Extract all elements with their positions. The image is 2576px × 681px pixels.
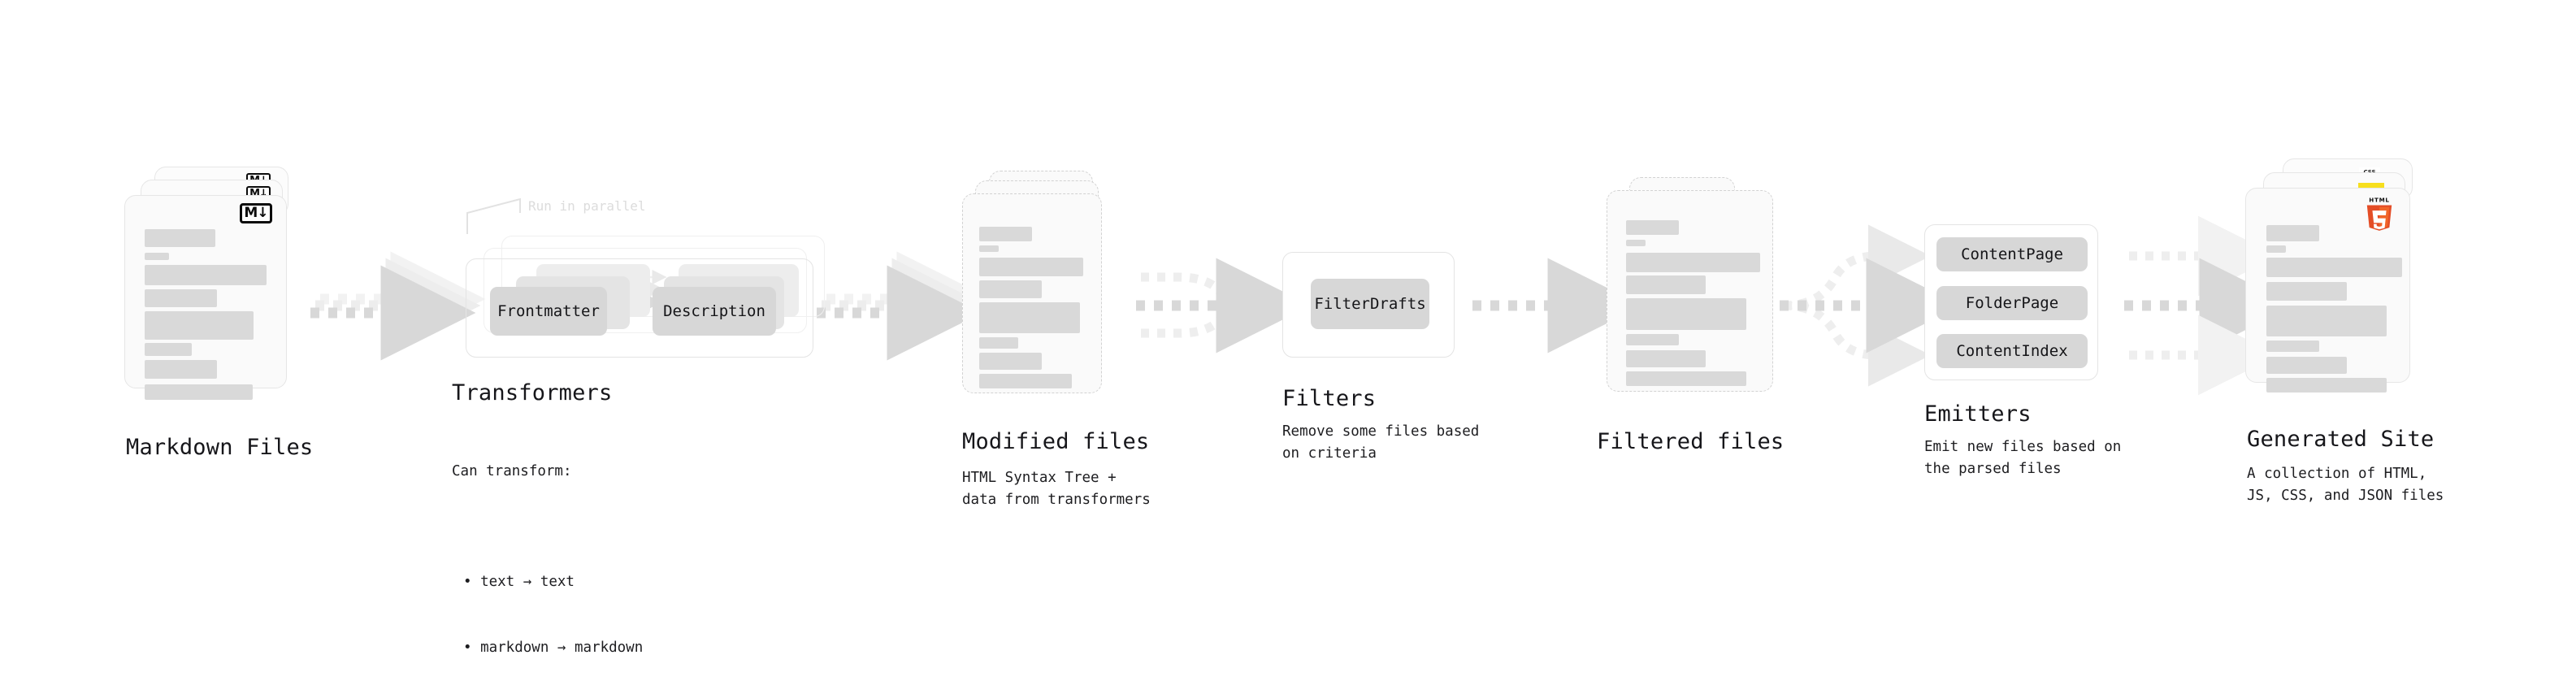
stage-title-markdown-files: Markdown Files [126,435,314,460]
filter-chip-filterdrafts-label: FilterDrafts [1314,295,1426,313]
emitters-box[interactable]: ContentPage FolderPage ContentIndex [1924,224,2098,380]
stage-filtered-files [1597,171,1800,423]
skeleton-bar [145,265,267,285]
svg-text:HTML: HTML [2369,197,2389,204]
markdown-card-front [124,195,287,400]
skeleton-bar [979,374,1072,388]
skeleton-bar [2266,378,2387,393]
emitter-chip-folderpage[interactable]: FolderPage [1936,286,2088,320]
stage-title-transformers: Transformers [452,380,613,406]
connector-transformers-to-modified [817,251,992,361]
stage-generated-site: CSS HTML [2245,158,2458,427]
skeleton-bar [145,253,169,260]
filter-chip-filterdrafts[interactable]: FilterDrafts [1311,279,1429,329]
stage-desc-modified-files: HTML Syntax Tree + data from transformer… [962,470,1151,509]
stage-desc-filters: Remove some files based on criteria [1282,423,1480,462]
stage-title-filters: Filters [1282,386,1377,411]
transformers-bullet-1: • markdown → markdown [463,640,644,657]
skeleton-bar [2266,306,2387,336]
skeleton-bar [1626,371,1746,386]
transformer-box-mid [484,248,807,333]
skeleton-bar [1626,240,1646,246]
connector-markdown-to-transformers [310,251,486,361]
connector-filtered-to-emitters [1780,224,1962,387]
markdown-icon: M↓ [240,203,272,223]
emitter-chip-contentpage[interactable]: ContentPage [1936,237,2088,271]
skeleton-bar [979,245,999,252]
skeleton-bar [2266,357,2347,374]
skeleton-bar [2266,245,2286,253]
stage-title-generated-site: Generated Site [2247,427,2435,452]
skeleton-bar [1626,220,1679,235]
stage-emitters: ContentPage FolderPage ContentIndex [1924,224,2119,387]
skeleton-bar [145,360,217,379]
skeleton-bar [979,353,1042,370]
skeleton-bar [145,229,215,247]
connector-modified-to-filters [1136,258,1312,354]
transformer-chip-description-label: Description [663,302,765,320]
skeleton-bar [1626,253,1760,272]
stage-modified-files [961,171,1164,423]
connector-emitters-to-site [2124,215,2295,396]
transformers-bullet-0: • text → text [463,573,575,590]
skeleton-bar [979,337,1018,349]
skeleton-bar [145,311,254,340]
stage-filters: FilterDrafts [1282,252,1461,358]
skeleton-bar [145,384,253,400]
emitter-chip-contentindex-label: ContentIndex [1956,342,2068,360]
stage-transformers: Frontmatter Description [451,195,833,358]
run-in-parallel-leader [466,197,521,234]
stage-desc-generated-site: A collection of HTML, JS, CSS, and JSON … [2247,466,2444,505]
skeleton-bar [1626,350,1706,367]
skeleton-bar [1626,275,1706,294]
skeleton-bar [979,227,1032,241]
skeleton-bar [145,289,217,307]
filtered-card-front [1607,190,1773,392]
skeleton-bar [2266,282,2347,301]
transformer-chip-frontmatter-label: Frontmatter [497,302,600,320]
emitter-chip-contentindex[interactable]: ContentIndex [1936,334,2088,368]
transformers-bullet-list: • text → text • markdown → markdown • ht… [452,527,643,681]
transformers-desc-line: Can transform: [452,463,572,480]
transformer-chip-description[interactable]: Description [653,287,776,336]
skeleton-bar [1626,298,1746,330]
skeleton-bar [979,258,1083,276]
emitter-chip-folderpage-label: FolderPage [1965,294,2059,312]
stage-title-modified-files: Modified files [962,429,1150,454]
skeleton-bar [145,343,192,356]
html5-icon: HTML [2366,197,2392,231]
stage-title-emitters: Emitters [1924,401,2032,427]
transformer-chip-frontmatter[interactable]: Frontmatter [490,287,607,336]
stage-markdown-files: M↓ M↓ M↓ [124,167,329,419]
stage-desc-emitters: Emit new files based on the parsed files [1924,439,2122,478]
modified-card-front [962,193,1102,393]
stage-desc-transformers: Can transform: • text → text • markdown … [452,417,643,681]
skeleton-bar [979,280,1042,298]
emitter-chip-contentpage-label: ContentPage [1961,245,2063,263]
skeleton-bar [1626,334,1679,345]
stage-title-filtered-files: Filtered files [1597,429,1785,454]
run-in-parallel-annotation: Run in parallel [528,198,646,214]
skeleton-bar [979,302,1080,333]
skeleton-bar [2266,258,2402,277]
skeleton-bar [2266,340,2319,352]
skeleton-bar [2266,225,2319,241]
transformers-box[interactable] [466,258,813,358]
generated-card-front [2245,188,2410,393]
filters-box[interactable]: FilterDrafts [1282,252,1455,358]
